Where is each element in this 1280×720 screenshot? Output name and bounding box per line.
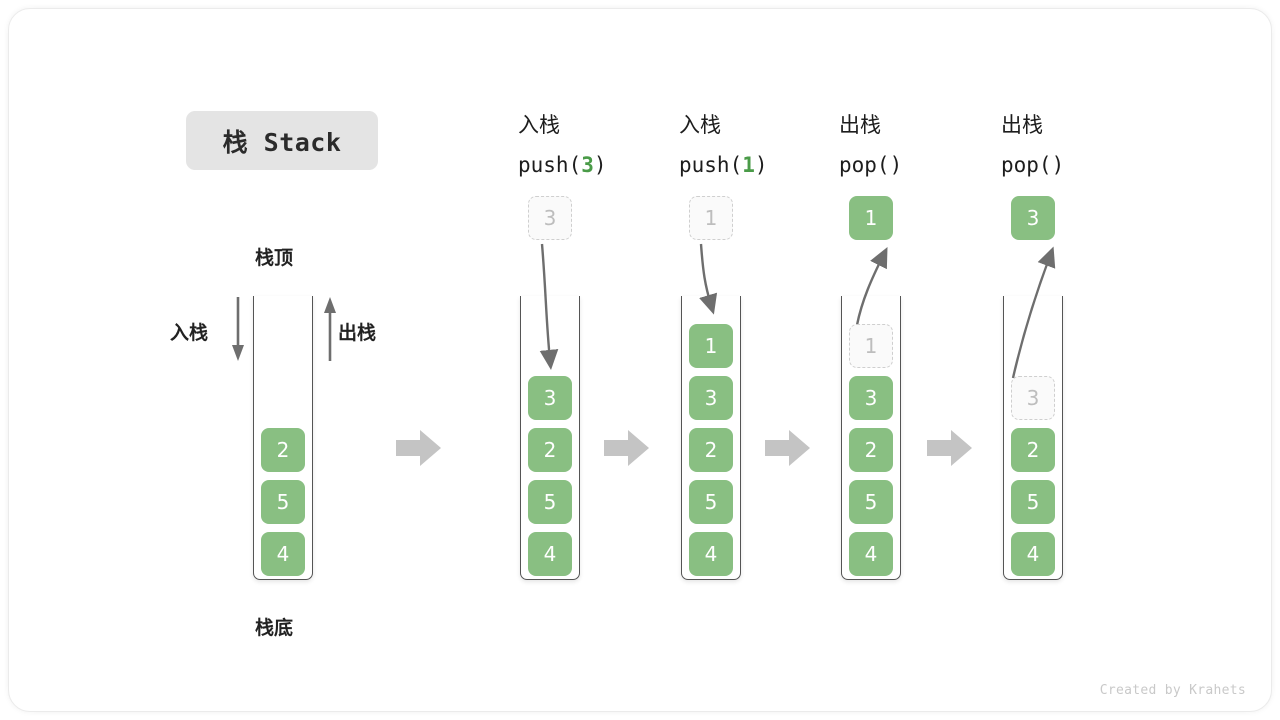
stack-container-stage-pop-3 <box>1003 296 1063 580</box>
stage-label-stage-push-1: 入栈 push(1) <box>679 105 768 185</box>
stage-op-code: push(3) <box>518 145 607 185</box>
stack-cell: 1 <box>689 324 733 368</box>
stage-label-stage-pop-3: 出栈 pop() <box>1001 105 1064 185</box>
stack-cell: 1 <box>849 324 893 368</box>
stack-cell: 5 <box>689 480 733 524</box>
stage-op-name: 出栈 <box>839 113 881 137</box>
op-code-arg: 3 <box>581 153 594 177</box>
stack-cell: 5 <box>849 480 893 524</box>
stack-cell: 4 <box>528 532 572 576</box>
stack-container-stage-push-3 <box>520 296 580 580</box>
credit-text: Created by Krahets <box>1099 683 1246 698</box>
stack-cell: 2 <box>261 428 305 472</box>
floating-element-stage-pop-1: 1 <box>849 196 893 240</box>
label-pop-side: 出栈 <box>338 322 377 344</box>
stack-cell: 5 <box>1011 480 1055 524</box>
stage-label-stage-push-3: 入栈 push(3) <box>518 105 607 185</box>
op-code-suffix: ) <box>754 153 768 177</box>
stack-cell: 4 <box>849 532 893 576</box>
stack-cell: 4 <box>1011 532 1055 576</box>
push-direction-arrow-icon <box>232 297 244 361</box>
stack-cell: 3 <box>528 376 572 420</box>
op-code-prefix: push( <box>679 153 743 177</box>
op-code-prefix: pop( <box>839 153 890 177</box>
stack-cell: 2 <box>1011 428 1055 472</box>
flow-arrow-1-icon <box>396 430 441 466</box>
pop-direction-arrow-icon <box>324 297 336 361</box>
stack-cell: 3 <box>689 376 733 420</box>
stack-cell: 5 <box>261 480 305 524</box>
stage-op-name: 入栈 <box>679 113 721 137</box>
stage-op-name: 出栈 <box>1001 113 1043 137</box>
floating-element-stage-push-3: 3 <box>528 196 572 240</box>
op-code-prefix: push( <box>518 153 582 177</box>
flow-arrow-4-icon <box>927 430 972 466</box>
stack-cell: 2 <box>689 428 733 472</box>
stage-label-stage-pop-1: 出栈 pop() <box>839 105 902 185</box>
op-code-suffix: ) <box>593 153 607 177</box>
op-code-prefix: pop( <box>1001 153 1052 177</box>
stage-op-code: pop() <box>839 145 902 185</box>
label-stack-bottom: 栈底 <box>255 617 294 639</box>
stage-op-name: 入栈 <box>518 113 560 137</box>
floating-element-stage-push-1: 1 <box>689 196 733 240</box>
stage-op-code: push(1) <box>679 145 768 185</box>
stack-cell: 2 <box>849 428 893 472</box>
stack-container-stage-pop-1 <box>841 296 901 580</box>
stack-container-stage-initial <box>253 296 313 580</box>
label-stack-top: 栈顶 <box>255 247 294 269</box>
stage-op-code: pop() <box>1001 145 1064 185</box>
flow-arrow-3-icon <box>765 430 810 466</box>
stack-cell: 3 <box>849 376 893 420</box>
stack-cell: 2 <box>528 428 572 472</box>
stack-cell: 4 <box>689 532 733 576</box>
op-code-suffix: ) <box>889 153 903 177</box>
floating-element-stage-pop-3: 3 <box>1011 196 1055 240</box>
op-code-arg: 1 <box>742 153 755 177</box>
page-title: 栈 Stack <box>186 111 378 170</box>
stack-cell: 4 <box>261 532 305 576</box>
op-code-suffix: ) <box>1051 153 1065 177</box>
stack-cell: 3 <box>1011 376 1055 420</box>
label-push-side: 入栈 <box>170 322 209 344</box>
flow-arrow-2-icon <box>604 430 649 466</box>
stack-cell: 5 <box>528 480 572 524</box>
stack-container-stage-push-1 <box>681 296 741 580</box>
